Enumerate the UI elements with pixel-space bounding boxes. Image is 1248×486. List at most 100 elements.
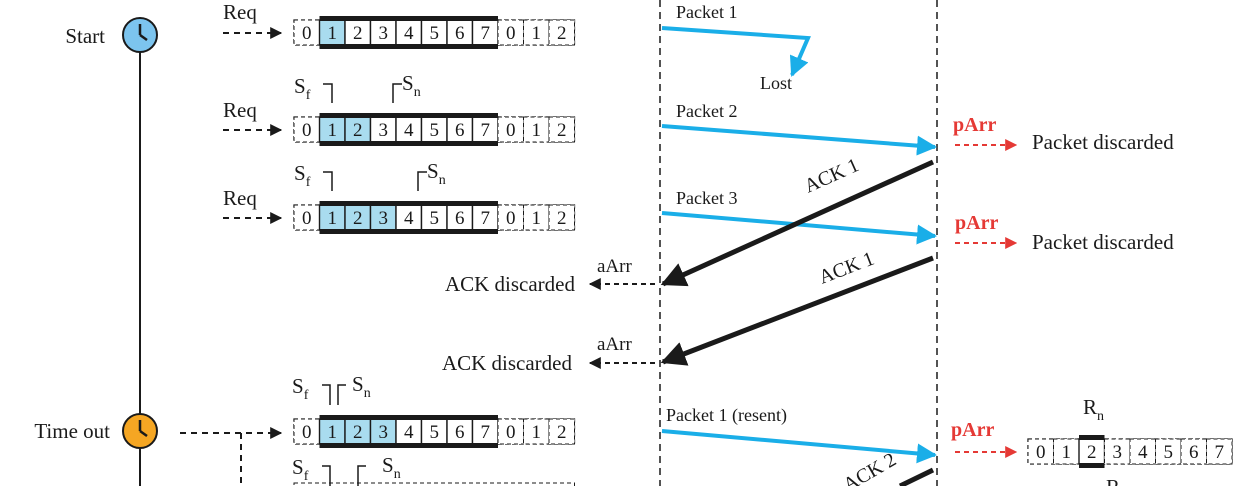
sequence-number: 2	[557, 208, 567, 229]
ack-arrival-1: aArr ACK discarded	[445, 256, 655, 296]
sf-subscript: f	[304, 388, 309, 403]
sequence-cell	[548, 418, 575, 445]
sequence-number: 1	[1062, 442, 1072, 463]
window-top-bar	[319, 16, 498, 21]
sequence-number: 5	[430, 422, 440, 443]
sn-subscript: n	[439, 173, 446, 188]
window-bottom-bar	[319, 229, 498, 234]
sequence-number: 5	[430, 23, 440, 44]
sequence-number: 2	[353, 23, 363, 44]
sequence-number: 6	[455, 120, 465, 141]
ack-1-first-arrow: ACK 1	[660, 154, 935, 287]
sequence-number: 0	[506, 120, 516, 141]
request-1: Req	[223, 0, 283, 39]
sn-label: S	[382, 453, 394, 477]
svg-text:Sf: Sf	[294, 74, 311, 103]
ack-2-label: ACK 2	[840, 449, 901, 486]
sequence-number: 0	[506, 422, 516, 443]
packet-discarded-label: Packet discarded	[1032, 230, 1174, 254]
window-pointers-5: Sf Sn	[292, 453, 401, 486]
sequence-cell	[497, 116, 524, 143]
sequence-number: 5	[430, 208, 440, 229]
request-label: Req	[223, 0, 257, 24]
window-top-bar	[319, 415, 498, 420]
sequence-number: 1	[328, 23, 338, 44]
sequence-number: 7	[481, 422, 491, 443]
sequence-number: 0	[506, 208, 516, 229]
svg-text:Sf: Sf	[292, 374, 309, 403]
sf-subscript: f	[306, 88, 311, 103]
parr-label: pArr	[955, 212, 998, 234]
packet-1-lost-arrow: Packet 1 Lost	[661, 2, 811, 93]
sequence-number: 0	[506, 23, 516, 44]
sequence-cell	[548, 19, 575, 46]
packet-1-resent-arrow: Packet 1 (resent)	[661, 405, 937, 464]
sequence-number: 3	[379, 208, 389, 229]
sequence-number: 3	[379, 422, 389, 443]
sn-label: S	[402, 71, 414, 95]
sequence-number: 4	[404, 208, 414, 229]
packet-2-label: Packet 2	[676, 101, 737, 121]
sequence-cell	[293, 116, 320, 143]
sequence-cell	[1180, 438, 1207, 465]
sequence-cell	[1078, 438, 1106, 465]
window-pointers-4: Sf Sn	[292, 372, 371, 405]
aarr-label: aArr	[597, 334, 632, 355]
sequence-number: 2	[1087, 442, 1097, 463]
sequence-number: 5	[1164, 442, 1174, 463]
sequence-number: 2	[557, 23, 567, 44]
parr-label: pArr	[951, 419, 994, 441]
timeout-event-label: Time out	[34, 419, 110, 443]
sf-label: S	[292, 455, 304, 479]
window-pointers-2: Sf Sn	[294, 71, 421, 103]
sequence-number: 1	[532, 23, 542, 44]
aarr-label: aArr	[597, 256, 632, 277]
sequence-cell	[497, 19, 524, 46]
sf-label: S	[294, 161, 306, 185]
sequence-number: 1	[532, 208, 542, 229]
sequence-number: 7	[481, 23, 491, 44]
packet-1-label: Packet 1	[676, 2, 737, 22]
packet-arrival-2: pArr Packet discarded	[955, 212, 1174, 254]
sequence-cell	[497, 418, 524, 445]
sequence-number: 7	[481, 120, 491, 141]
rn-pointer-label: Rn	[1083, 395, 1104, 424]
svg-text:Sf: Sf	[294, 161, 311, 190]
request-3: Req	[223, 186, 283, 224]
sequence-cell	[395, 116, 423, 143]
sequence-number: 6	[455, 208, 465, 229]
sequence-cell	[471, 116, 499, 143]
sequence-number: 0	[302, 422, 312, 443]
sf-label: S	[292, 374, 304, 398]
request-2: Req	[223, 98, 283, 136]
packet-arrival-3: pArr	[951, 419, 1018, 458]
sequence-number: 4	[1138, 442, 1148, 463]
sequence-number: 6	[1189, 442, 1199, 463]
sequence-number: 0	[302, 23, 312, 44]
sequence-number: 0	[302, 208, 312, 229]
sf-subscript: f	[306, 175, 311, 190]
svg-text:Sn: Sn	[352, 372, 371, 401]
rn-subscript: n	[1097, 409, 1104, 424]
sequence-cell	[369, 116, 397, 143]
sequence-cell	[446, 19, 474, 46]
sequence-number: 5	[430, 120, 440, 141]
rn-label: R	[1083, 395, 1097, 419]
sequence-number: 7	[481, 208, 491, 229]
sequence-number: 4	[404, 422, 414, 443]
window-bottom-bar	[319, 443, 498, 448]
ack-discarded-label: ACK discarded	[442, 351, 573, 375]
lost-label: Lost	[760, 73, 792, 93]
svg-text:Sn: Sn	[402, 71, 421, 100]
sf-subscript: f	[304, 469, 309, 484]
sequence-number: 1	[328, 422, 338, 443]
start-clock-icon	[122, 17, 158, 53]
